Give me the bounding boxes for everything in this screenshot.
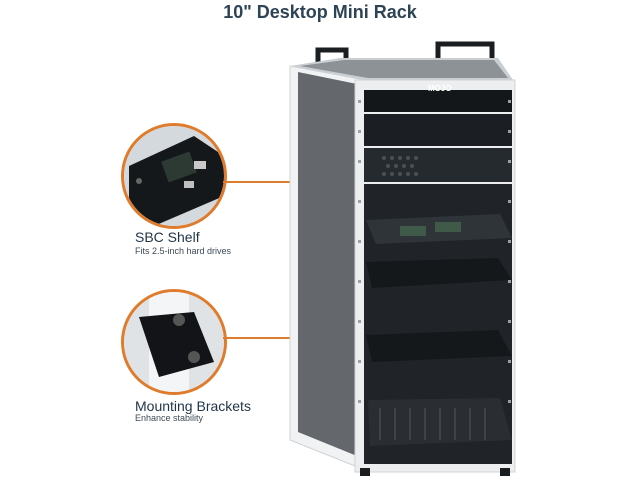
front-frame [354,79,516,473]
callout-mounting-brackets-subtitle: Enhance stability [135,413,204,423]
shelf-1 [366,258,512,288]
callout-dot-sbc [377,232,385,240]
callout-sbc-shelf-title: SBC Shelf [135,229,200,245]
left-side-mesh [298,72,357,456]
mounting-bracket-detail-image [121,289,227,395]
top-panel [290,58,513,80]
page-title: 10" Desktop Mini Rack [223,2,417,22]
bracket-illustration [124,292,224,392]
left-handle [315,47,349,66]
bottom-shelf [368,398,512,446]
sbc-shelf-detail-image [121,123,227,229]
sbc-board-illustration [124,126,224,226]
left-frame [289,65,366,471]
blank-panel-2 [364,114,512,146]
callout-dot-bracket [295,322,303,330]
front-left-foot [360,468,370,476]
brand-logo: MOJO [428,84,452,93]
right-handle [435,41,495,60]
callout-sbc-shelf-subtitle: Fits 2.5-inch hard drives [135,246,232,256]
rack-interior [364,184,512,464]
blank-panel-1 [364,90,512,112]
sbc-shelf [366,214,512,244]
vented-panel [364,148,512,182]
shelf-2 [366,330,512,362]
callout-mounting-brackets-title: Mounting Brackets [135,398,251,414]
front-right-foot [500,468,510,476]
